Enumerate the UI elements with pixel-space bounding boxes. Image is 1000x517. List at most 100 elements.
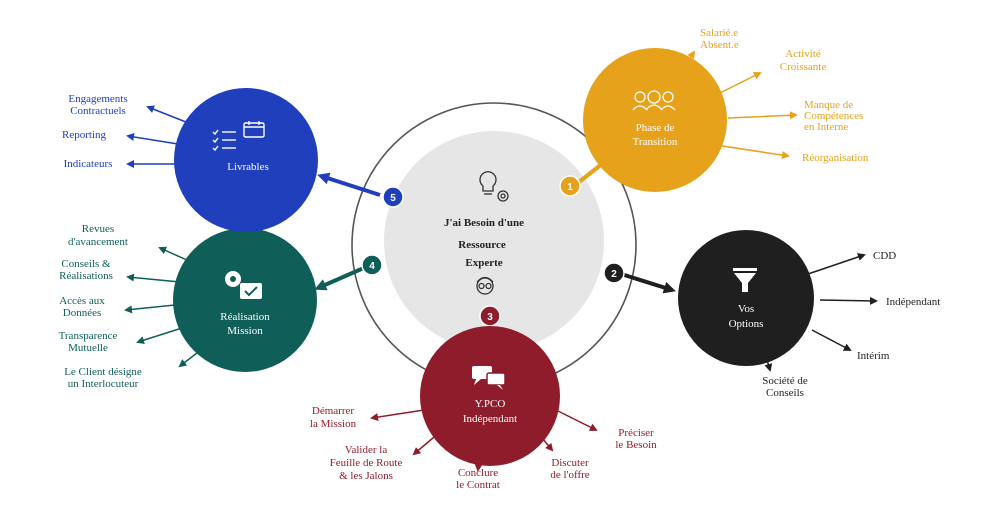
node-circle bbox=[420, 326, 560, 466]
branch-item: Accès aux Données bbox=[59, 295, 105, 319]
svg-text:le Besoin: le Besoin bbox=[615, 439, 657, 451]
node-title-line2: Transition bbox=[633, 136, 678, 148]
branch-item: Intérim bbox=[857, 350, 890, 362]
svg-text:Manque de: Manque de bbox=[804, 99, 853, 111]
svg-text:Préciser: Préciser bbox=[618, 427, 654, 439]
svg-text:Accès aux: Accès aux bbox=[59, 295, 105, 307]
node-title-line1: Phase de bbox=[636, 122, 675, 134]
node-title-line1: Livrables bbox=[227, 161, 269, 173]
branch-item: Activité Croissante bbox=[780, 48, 827, 73]
svg-text:Croissante: Croissante bbox=[780, 61, 827, 73]
svg-text:Discuter: Discuter bbox=[551, 457, 589, 469]
svg-text:Compétences: Compétences bbox=[804, 110, 863, 122]
filter-funnel-icon bbox=[733, 268, 757, 292]
center-disc bbox=[384, 131, 604, 351]
branch-arrow bbox=[727, 111, 798, 120]
svg-text:en Interne: en Interne bbox=[804, 121, 848, 133]
branch-item: Manque de Compétences en Interne bbox=[804, 99, 863, 133]
svg-text:Conseils &: Conseils & bbox=[61, 258, 111, 270]
node-title-line1: Vos bbox=[738, 303, 754, 315]
svg-text:Engagements: Engagements bbox=[68, 93, 127, 105]
svg-text:de l'offre: de l'offre bbox=[550, 469, 589, 481]
svg-text:Feuille de Route: Feuille de Route bbox=[330, 457, 403, 469]
branch-arrow bbox=[124, 304, 176, 314]
branch-item: Valider la Feuille de Route & les Jalons bbox=[330, 444, 403, 482]
branch-arrow bbox=[811, 329, 852, 351]
branch-arrow bbox=[819, 296, 878, 305]
step-badge-2: 2 bbox=[603, 262, 625, 284]
lightbulb-gear-icon bbox=[479, 171, 509, 202]
branch-item: Société de Conseils bbox=[762, 375, 808, 399]
svg-text:la Mission: la Mission bbox=[310, 418, 357, 430]
svg-text:Le Client désigne: Le Client désigne bbox=[64, 366, 142, 378]
branch-item: Transparence Mutuelle bbox=[59, 330, 118, 354]
branch-arrow bbox=[807, 253, 866, 275]
connector-5 bbox=[317, 172, 381, 197]
center-line1: J'ai Besoin d'une bbox=[444, 217, 524, 229]
svg-text:Transparence: Transparence bbox=[59, 330, 118, 342]
connector-4 bbox=[314, 265, 367, 291]
branch-arrow bbox=[370, 409, 425, 422]
branch-item: Discuter de l'offre bbox=[550, 457, 589, 481]
node-ypco: Y.PCO Indépendant Démarrer la Mission Va… bbox=[310, 326, 657, 491]
checklist-calendar-icon bbox=[212, 121, 265, 152]
svg-text:Société de: Société de bbox=[762, 375, 808, 387]
svg-text:Valider la: Valider la bbox=[345, 444, 388, 456]
svg-text:Absent.e: Absent.e bbox=[700, 39, 739, 51]
center-hub: J'ai Besoin d'une Ressource Experte bbox=[351, 102, 637, 388]
node-circle bbox=[174, 88, 318, 232]
step-badge-4: 4 bbox=[361, 254, 383, 276]
svg-text:Conseils: Conseils bbox=[766, 387, 804, 399]
svg-text:2: 2 bbox=[611, 269, 617, 280]
node-circle bbox=[678, 230, 814, 366]
branch-arrow bbox=[126, 132, 179, 145]
node-title-line2: Mission bbox=[227, 325, 263, 337]
svg-text:Réalisations: Réalisations bbox=[59, 270, 113, 282]
svg-text:d'avancement: d'avancement bbox=[68, 236, 128, 248]
svg-text:un Interlocuteur: un Interlocuteur bbox=[68, 378, 139, 390]
node-circle bbox=[583, 48, 727, 192]
node-circle bbox=[173, 228, 317, 372]
chat-bubbles-icon bbox=[472, 366, 506, 390]
step-badge-5: 5 bbox=[382, 186, 404, 208]
svg-text:Salarié.e: Salarié.e bbox=[700, 27, 738, 39]
svg-text:Conclure: Conclure bbox=[458, 467, 498, 479]
svg-text:Activité: Activité bbox=[785, 48, 821, 60]
group-idea-icon bbox=[632, 90, 676, 111]
node-vos-options: Vos Options CDD Indépendant Intérim Soci… bbox=[678, 230, 940, 399]
svg-text:le Contrat: le Contrat bbox=[456, 479, 500, 491]
svg-text:5: 5 bbox=[390, 193, 396, 204]
branch-item: Réorganisation bbox=[802, 152, 869, 164]
connector-2 bbox=[617, 271, 676, 294]
node-livrables: Livrables Engagements Contractuels Repor… bbox=[62, 88, 318, 232]
svg-text:Contractuels: Contractuels bbox=[70, 105, 126, 117]
branch-item: Salarié.e Absent.e bbox=[700, 27, 739, 51]
svg-text:Mutuelle: Mutuelle bbox=[68, 342, 108, 354]
branch-item: Préciser le Besoin bbox=[615, 427, 657, 451]
branch-item: Démarrer la Mission bbox=[310, 405, 357, 430]
node-title-line1: Réalisation bbox=[220, 311, 270, 323]
center-line2: Ressource bbox=[458, 239, 506, 251]
node-title-line2: Indépendant bbox=[463, 413, 517, 425]
branch-arrow bbox=[555, 409, 598, 431]
svg-text:1: 1 bbox=[567, 182, 573, 193]
svg-text:Données: Données bbox=[63, 307, 102, 319]
step-badge-1: 1 bbox=[559, 175, 581, 197]
branch-item: CDD bbox=[873, 250, 896, 262]
node-realisation-mission: Réalisation Mission Revues d'avancement … bbox=[59, 223, 317, 390]
step-badge-3: 3 bbox=[479, 305, 501, 327]
svg-text:Réorganisation: Réorganisation bbox=[802, 152, 869, 164]
node-phase-transition: Phase de Transition Salarié.e Absent.e A… bbox=[583, 27, 869, 192]
branch-item: Conclure le Contrat bbox=[456, 467, 500, 491]
node-title-line2: Options bbox=[729, 318, 764, 330]
branch-item: Le Client désigne un Interlocuteur bbox=[64, 366, 142, 390]
svg-text:4: 4 bbox=[369, 261, 375, 272]
branch-item: Conseils & Réalisations bbox=[59, 258, 113, 282]
branch-item: Revues d'avancement bbox=[68, 223, 128, 248]
gears-check-icon bbox=[225, 271, 262, 299]
branch-item: Indicateurs bbox=[64, 158, 113, 170]
branch-arrow bbox=[136, 327, 183, 344]
center-line3: Experte bbox=[465, 257, 502, 269]
svg-text:Revues: Revues bbox=[82, 223, 114, 235]
